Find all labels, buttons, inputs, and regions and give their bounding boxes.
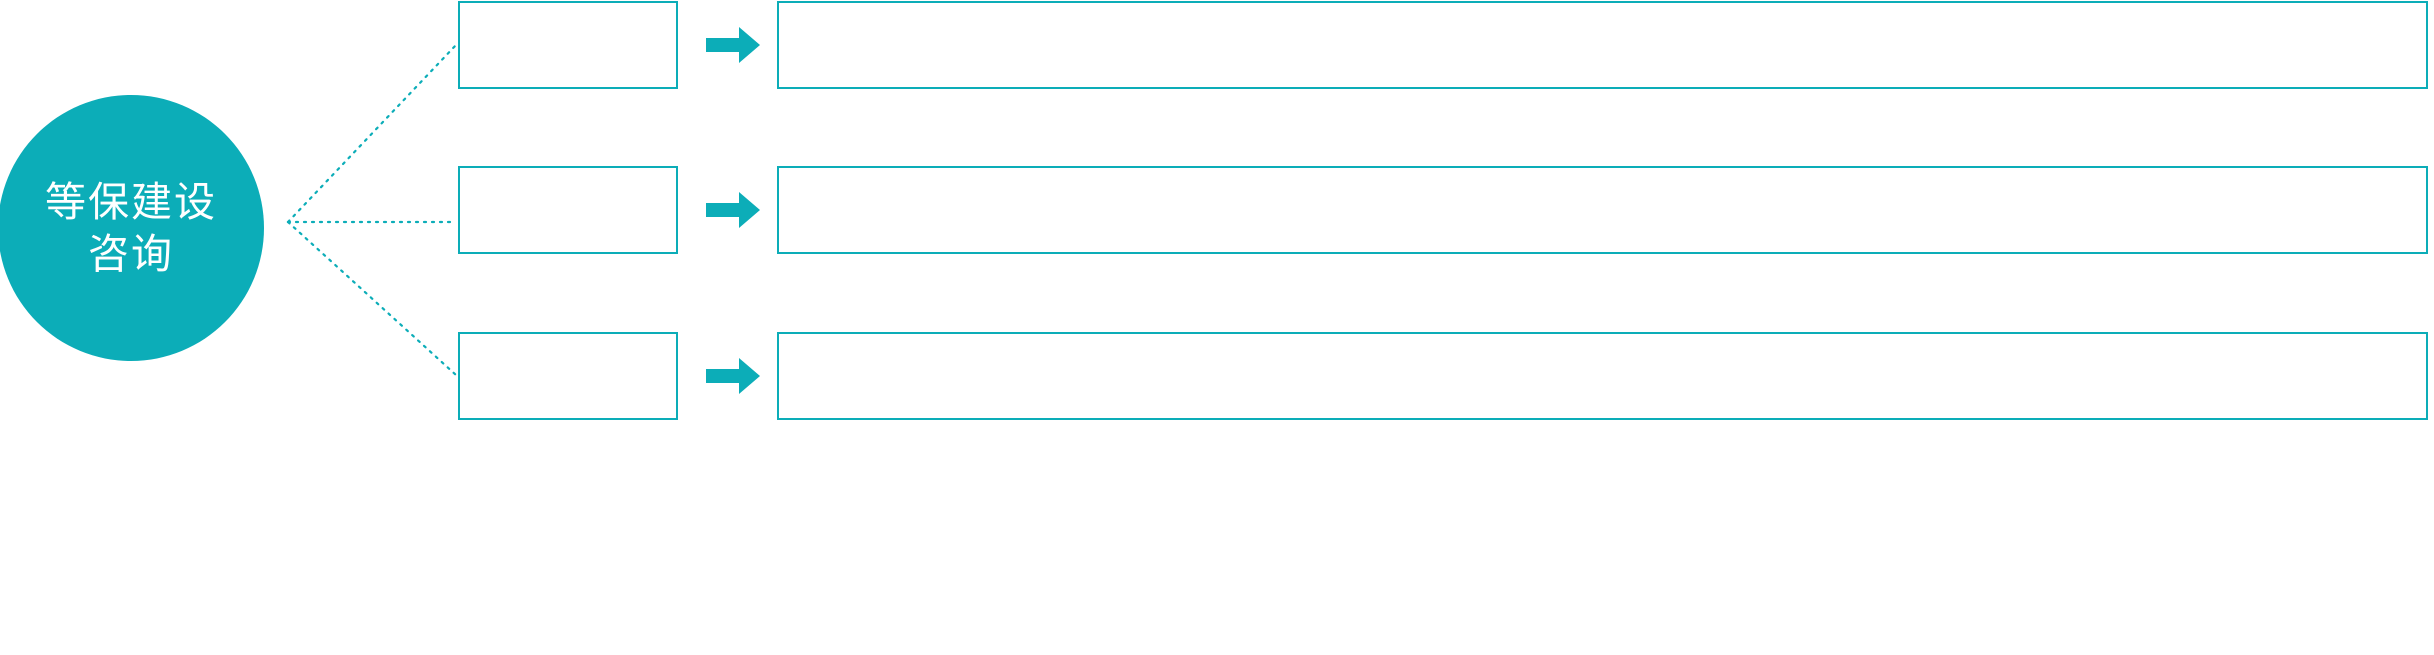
category-box-1[interactable] xyxy=(458,1,678,89)
detail-box-2[interactable] xyxy=(777,166,2428,254)
arrow-right-icon xyxy=(706,27,760,63)
diagram-row xyxy=(0,1,2434,89)
detail-box-1[interactable] xyxy=(777,1,2428,89)
hub-title-line-2: 咨询 xyxy=(88,231,174,277)
diagram-row xyxy=(0,332,2434,420)
hub-circle[interactable]: 等保建设 咨询 xyxy=(0,95,264,361)
arrow-right-icon xyxy=(706,358,760,394)
arrow-right-icon xyxy=(706,192,760,228)
category-box-2[interactable] xyxy=(458,166,678,254)
detail-box-3[interactable] xyxy=(777,332,2428,420)
diagram-row xyxy=(0,166,2434,254)
hub-title-line-1: 等保建设 xyxy=(45,178,217,225)
category-box-3[interactable] xyxy=(458,332,678,420)
